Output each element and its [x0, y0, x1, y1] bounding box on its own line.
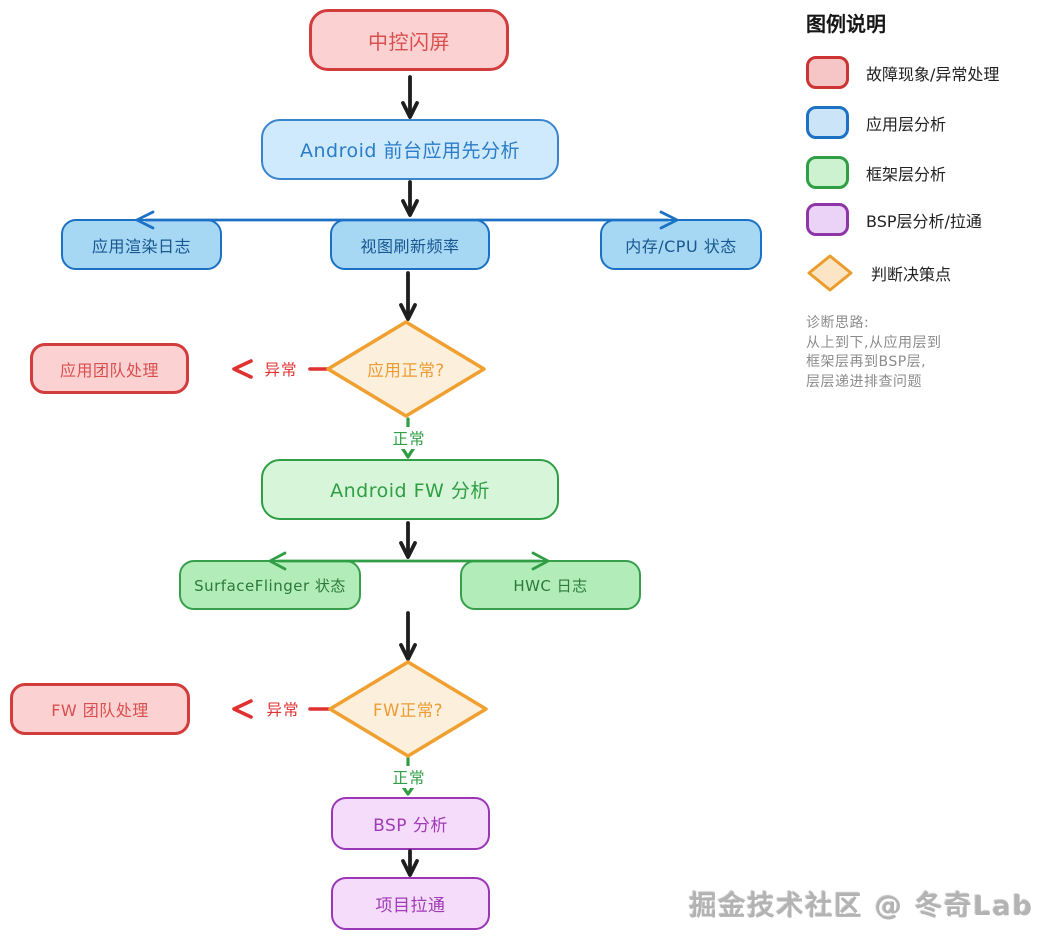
node-surfaceflinger: SurfaceFlinger 状态: [179, 560, 361, 610]
edge-label-app-abnormal: 异常: [262, 358, 300, 380]
arrowhead-down-icon: [399, 303, 417, 321]
legend-item-bsp-layer: BSP层分析/拉通: [806, 203, 982, 236]
node-app-team: 应用团队处理: [30, 343, 189, 394]
legend-note-line: 诊断思路:: [806, 315, 870, 331]
node-fw-analysis: Android FW 分析: [261, 459, 559, 520]
node-project-align: 项目拉通: [331, 877, 490, 930]
arrowhead-down-icon: [401, 199, 419, 217]
edge-label-fw-normal: 正常: [390, 766, 428, 788]
legend-item-label: 框架层分析: [866, 164, 947, 184]
legend-swatch-red: [806, 56, 849, 89]
legend-item-decision: 判断决策点: [806, 253, 951, 293]
abnormal-edges: [232, 359, 334, 719]
legend-diamond-icon: [807, 254, 853, 292]
node-view-refresh: 视图刷新频率: [330, 219, 490, 270]
arrowhead-down-icon: [399, 643, 417, 661]
watermark: 掘金技术社区 @ 冬奇Lab: [689, 891, 1034, 922]
node-hwc-log: HWC 日志: [460, 560, 641, 610]
legend-note-line: 框架层再到BSP层,: [806, 354, 927, 370]
node-render-log: 应用渲染日志: [61, 219, 222, 270]
node-start: 中控闪屏: [309, 9, 509, 71]
legend-item-label: 应用层分析: [866, 114, 947, 134]
legend-note-line: 层层递进排查问题: [806, 373, 922, 390]
edge-label-app-normal: 正常: [390, 427, 428, 449]
legend-title: 图例说明: [806, 12, 886, 36]
arrowhead-left-icon: [232, 359, 253, 379]
arrowhead-down-icon: [401, 101, 419, 119]
legend-note-line: 从上到下,从应用层到: [806, 334, 942, 351]
arrowhead-down-icon: [399, 541, 417, 559]
legend-item-label: BSP层分析/拉通: [866, 211, 982, 231]
node-bsp-analysis: BSP 分析: [331, 797, 490, 850]
node-app-ok-decision: 应用正常?: [367, 361, 445, 380]
edge-label-fw-abnormal: 异常: [264, 698, 302, 720]
arrowhead-left-icon: [232, 699, 253, 719]
legend-item-app-layer: 应用层分析: [806, 106, 946, 139]
node-fw-team: FW 团队处理: [10, 683, 190, 735]
legend-item-fault: 故障现象/异常处理: [806, 56, 999, 89]
decision-diamonds: [326, 320, 488, 758]
legend-swatch-green: [806, 156, 849, 189]
legend-item-label: 判断决策点: [871, 265, 952, 284]
legend-item-framework-layer: 框架层分析: [806, 156, 946, 189]
legend-item-label: 故障现象/异常处理: [866, 64, 1000, 84]
arrowhead-down-icon: [401, 859, 419, 877]
node-android-app-analysis: Android 前台应用先分析: [261, 119, 559, 180]
legend-swatch-purple: [806, 203, 849, 236]
legend-swatch-blue: [806, 106, 849, 139]
legend-note: 诊断思路: 从上到下,从应用层到 框架层再到BSP层, 层层递进排查问题: [806, 314, 941, 392]
node-mem-cpu: 内存/CPU 状态: [600, 219, 762, 270]
node-fw-ok-decision: FW正常?: [372, 701, 444, 720]
